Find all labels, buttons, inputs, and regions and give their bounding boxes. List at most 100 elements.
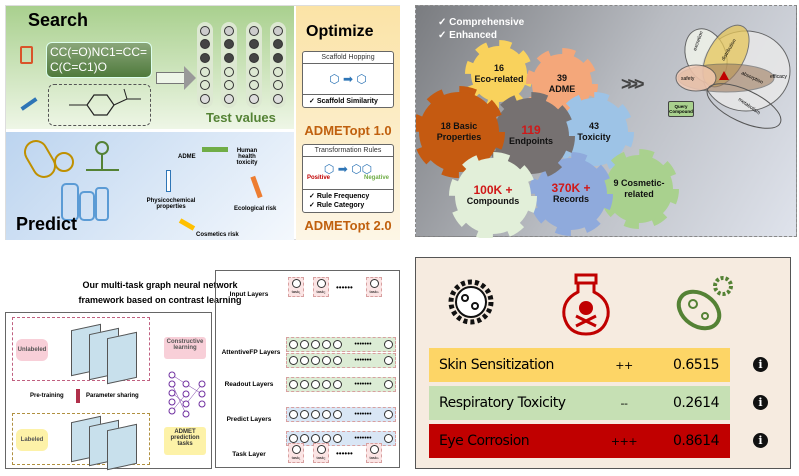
gear-category: Toxicity (577, 132, 611, 142)
venn-label: safety (681, 76, 695, 82)
task-node: taskₙ (366, 277, 382, 297)
negative-label: Negative (363, 175, 389, 181)
gear-number: 43 (588, 121, 599, 131)
cycle-arrow (250, 175, 263, 199)
gear-0 (471, 46, 527, 102)
venn-diagram: excretion distribution safety absorption… (675, 24, 791, 129)
neural-network-icon (168, 371, 206, 418)
endpoint-name: Eye Corrosion (439, 433, 530, 449)
layer-label: Input Layers (229, 291, 269, 298)
gear-category: Endpoints (509, 136, 553, 146)
task-node: task₁ (288, 277, 304, 297)
admet-workflow-panel: Search CC(=O)NC1=CC=C(C=C1)O Test values… (5, 5, 400, 240)
info-icon[interactable]: i (753, 357, 768, 372)
neuron-row: ••••••• (286, 353, 396, 368)
gear-number: 100K + (473, 183, 513, 197)
task-node: task₂ (313, 277, 329, 297)
endpoint-sign: -- (620, 396, 628, 410)
endpoint-name: Respiratory Toxicity (439, 395, 566, 411)
endpoint-sign: +++ (610, 434, 638, 448)
layer-label: Predict Layers (226, 416, 272, 423)
task-label: taskₙ (369, 455, 379, 460)
query-marker-icon (719, 71, 729, 80)
cycle-human-toxicity: Human health toxicity (236, 148, 258, 166)
card-title: Scaffold Hopping (303, 52, 393, 64)
task-node: task₂ (313, 443, 329, 463)
title-line: Our multi-task graph neural network (82, 280, 238, 290)
pencil-icon (20, 97, 38, 111)
cycle-adme: ADME (178, 154, 196, 160)
cycle-cosmetics-risk: Cosmetics risk (196, 232, 239, 238)
sharing-label: Parameter sharing (86, 393, 139, 399)
neuron-row: ••••••• (286, 337, 396, 352)
gear-category: Compounds (466, 196, 520, 206)
task-label: task₂ (316, 289, 326, 294)
transformation-rules-card: Transformation Rules ⬡ ➡ ⬡⬡ Positive Neg… (302, 144, 394, 213)
layer-label: Task Layer (232, 451, 266, 458)
gear-number: 18 Basic (440, 121, 478, 131)
product-icons (24, 140, 119, 221)
cycle-arrow (202, 147, 228, 152)
endpoint-score: 0.8614 (673, 433, 720, 449)
checklist-icon (20, 46, 33, 64)
structure-sketch-box[interactable] (48, 84, 151, 126)
query-compound-box: Query Compound (668, 101, 694, 117)
scaffold-hopping-card: Scaffold Hopping ⬡ ➡ ⬡ ✓ Scaffold Simila… (302, 51, 394, 108)
task-label: task₁ (291, 289, 301, 294)
endpoint-name: Skin Sensitization (439, 357, 554, 373)
info-icon[interactable]: i (753, 433, 768, 448)
criterion: Scaffold Similarity (316, 98, 378, 105)
result-row: Eye Corrosion +++ 0.8614 (429, 424, 730, 458)
criterion: Rule Category (316, 202, 365, 209)
positive-label: Positive (307, 175, 331, 181)
cycle-physicochemical: Physicochemical properties (146, 198, 196, 210)
layer-label: AttentiveFP Layers (221, 349, 281, 356)
virus-icon (448, 279, 494, 325)
gear-label: 100K +Compounds (458, 183, 528, 207)
neuron-row: ••••••• (286, 431, 396, 446)
gear-3 (493, 98, 569, 174)
search-title: Search (28, 10, 89, 30)
gear-category: Properties (436, 132, 482, 142)
gear-number: 370K + (551, 181, 591, 195)
venn-label: efficacy (770, 74, 787, 80)
bacteria-icon (676, 276, 733, 331)
admet-tasks-box: ADMET prediction tasks (164, 427, 206, 455)
gear-2 (419, 92, 499, 172)
constructive-learning-box: Constructive learning (164, 337, 206, 359)
task-node: taskₙ (366, 443, 382, 463)
cycle-ecological-risk: Ecological risk (234, 206, 277, 212)
multitask-architecture-diagram: Input Layers AttentiveFP Layers Readout … (215, 270, 400, 468)
version-label: ADMETopt 2.0 (304, 218, 392, 233)
molecule-structure-icon (69, 88, 141, 116)
feature-check: Comprehensive (449, 17, 525, 28)
pretrain-box (12, 317, 150, 381)
labeled-data: Labeled (16, 429, 48, 451)
card-title: Transformation Rules (303, 145, 393, 157)
result-row: Skin Sensitization++0.6515 (429, 348, 730, 382)
task-label: taskₙ (369, 289, 379, 294)
gear-5 (455, 158, 531, 234)
ellipsis: •••••• (336, 283, 353, 292)
smiles-input[interactable]: CC(=O)NC1=CC=C(C=C1)O (46, 42, 152, 78)
pretraining-label: Pre-training (30, 393, 64, 399)
gear-category: Eco-related (474, 74, 524, 84)
title-line: framework based on contrast learning (78, 295, 242, 305)
cycle-arrow (178, 218, 196, 231)
graph-layer (107, 423, 137, 471)
ellipsis: •••••• (336, 449, 353, 458)
info-icon[interactable]: i (753, 395, 768, 410)
gear-category: Records (552, 194, 589, 204)
result-row: Respiratory Toxicity--0.2614 (429, 386, 730, 420)
neuron-row: ••••••• (286, 377, 396, 392)
gear-number: 119 (521, 123, 541, 137)
optimize-section: Optimize Scaffold Hopping ⬡ ➡ ⬡ ✓ Scaffo… (296, 6, 400, 240)
value-column (221, 22, 237, 108)
value-column (270, 22, 286, 108)
task-node: task₁ (288, 443, 304, 463)
